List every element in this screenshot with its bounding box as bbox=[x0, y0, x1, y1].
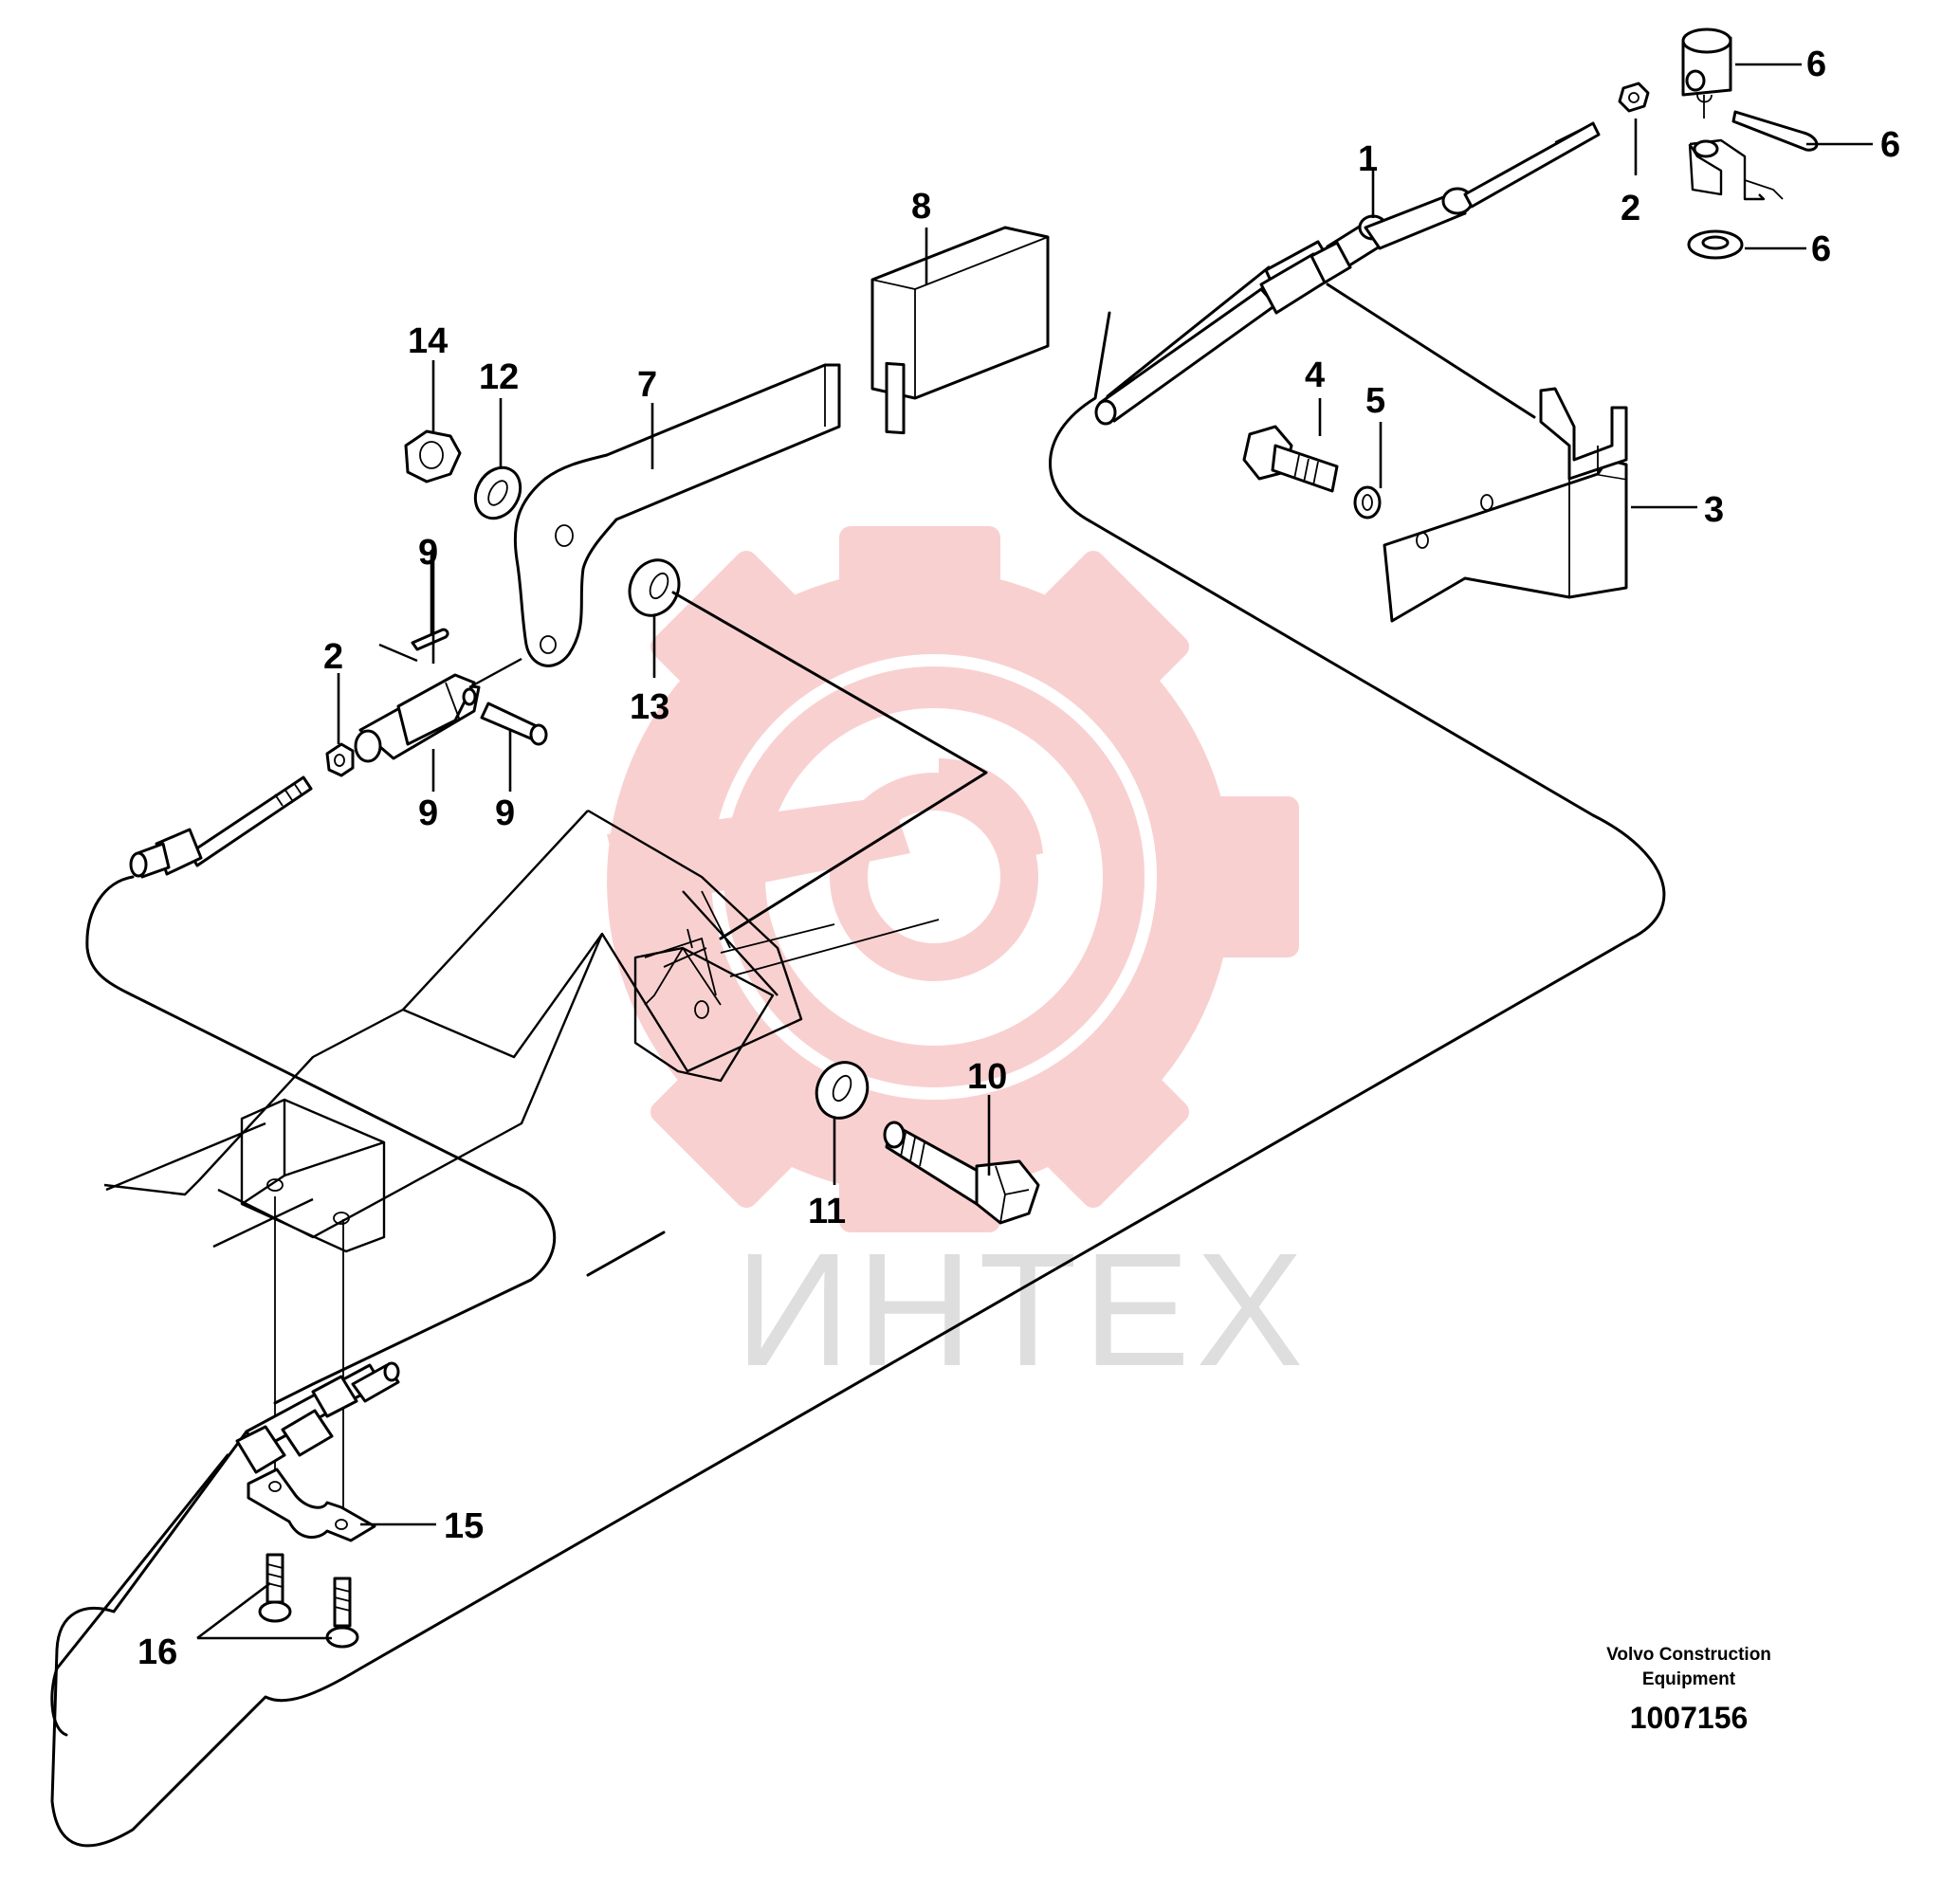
part-11-washer bbox=[815, 1061, 870, 1120]
callout-5: 5 bbox=[1365, 381, 1385, 421]
left-cable-end bbox=[129, 775, 313, 879]
lever-bolt-line bbox=[671, 591, 988, 940]
callout-9-top: 9 bbox=[418, 533, 438, 573]
lower-cable-assembly bbox=[50, 1196, 400, 1737]
callout-4: 4 bbox=[1305, 356, 1325, 395]
callout-7: 7 bbox=[637, 365, 657, 405]
part-2-nut-top bbox=[1618, 82, 1650, 113]
part-1-cable-sleeve bbox=[1094, 241, 1352, 426]
part-2-nut-left bbox=[325, 742, 355, 777]
callout-1: 1 bbox=[1358, 139, 1378, 179]
callout-10: 10 bbox=[967, 1057, 1007, 1097]
part-9-clevis bbox=[354, 673, 481, 763]
part-5-washer bbox=[1353, 485, 1382, 520]
document-number: 1007156 bbox=[1630, 1701, 1749, 1735]
frame-structure bbox=[103, 809, 940, 1253]
part-15-clip bbox=[247, 1468, 376, 1542]
part-6-cotter-pin bbox=[1731, 110, 1819, 152]
watermark-text: ИНТЕХ bbox=[735, 1220, 1310, 1400]
part-9-pin bbox=[480, 702, 548, 746]
clevis-lever-link bbox=[468, 657, 522, 689]
callout-12: 12 bbox=[479, 357, 519, 397]
callout-3: 3 bbox=[1704, 490, 1724, 530]
caption-block: Volvo Construction Equipment 1007156 bbox=[1606, 1645, 1771, 1735]
callout-6-top: 6 bbox=[1806, 45, 1826, 84]
callout-14: 14 bbox=[408, 321, 448, 361]
callout-9-bottom-left: 9 bbox=[418, 793, 438, 833]
callout-9-bottom-right: 9 bbox=[495, 793, 515, 833]
part-9-cotter-pin bbox=[411, 628, 449, 651]
callout-6-middle: 6 bbox=[1880, 125, 1900, 165]
callouts: 1 2 2 3 4 5 6 6 6 7 8 9 9 9 10 11 12 13 … bbox=[137, 45, 1900, 1672]
callout-2-top: 2 bbox=[1621, 189, 1640, 228]
part-8-sleeve bbox=[870, 226, 1050, 435]
part-12-washer bbox=[473, 465, 522, 520]
part-6-swivel bbox=[1681, 27, 1784, 201]
part-4-bolt bbox=[1242, 425, 1339, 493]
part-3-bracket bbox=[1383, 387, 1628, 623]
part-16-screw-b bbox=[325, 1577, 359, 1649]
part-14-nut bbox=[404, 429, 462, 483]
part-9-guide-line bbox=[378, 643, 418, 663]
caption-company-line2: Equipment bbox=[1642, 1669, 1736, 1689]
part-13-washer bbox=[628, 558, 681, 617]
callout-16: 16 bbox=[137, 1632, 177, 1672]
part-7-lever bbox=[513, 363, 841, 667]
callout-6-bottom: 6 bbox=[1811, 229, 1831, 269]
leader-lines bbox=[196, 63, 1873, 1640]
caption-company: Volvo Construction bbox=[1606, 1645, 1771, 1665]
callout-11: 11 bbox=[808, 1192, 846, 1231]
callout-2-left: 2 bbox=[323, 637, 343, 677]
control-cable bbox=[50, 311, 1666, 1848]
part-10-bolt bbox=[883, 1121, 1040, 1225]
bracket-cable-link bbox=[1326, 283, 1536, 419]
callout-13: 13 bbox=[630, 687, 669, 727]
callout-8: 8 bbox=[911, 187, 931, 227]
part-6-washer bbox=[1687, 229, 1744, 260]
callout-15: 15 bbox=[444, 1506, 484, 1546]
watermark-gear-icon bbox=[607, 526, 1299, 1232]
